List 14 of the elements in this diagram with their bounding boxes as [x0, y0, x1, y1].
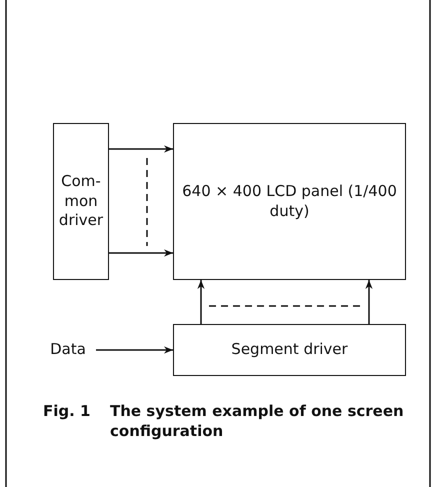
arrow [365, 280, 373, 324]
arrow [109, 249, 173, 257]
panel-box [173, 123, 406, 280]
node-text: Segment driver [230, 340, 349, 360]
driver-box [53, 123, 109, 280]
arrow [109, 145, 173, 153]
input-label: Data [50, 340, 86, 360]
driver-box [173, 324, 406, 376]
arrow [96, 346, 173, 354]
figure-number: Fig. 1 [43, 402, 90, 422]
node-text: 640 × 400 LCD panel (1/400 duty) [181, 182, 398, 221]
arrow [197, 280, 205, 324]
figure-caption: The system example of one screen configuration [110, 402, 405, 441]
node-text: Com- mon driver [58, 172, 104, 231]
